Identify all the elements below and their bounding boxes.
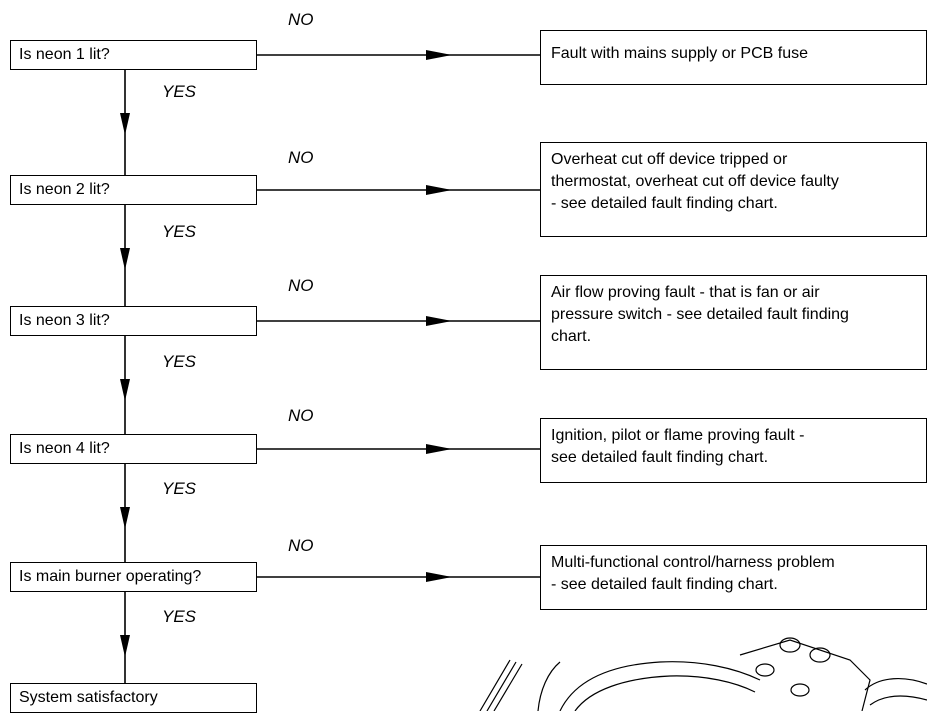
result-line: - see detailed fault finding chart. <box>551 195 778 212</box>
result-line: pressure switch - see detailed fault fin… <box>551 306 849 323</box>
result-line: - see detailed fault finding chart. <box>551 576 778 593</box>
yes-arrow-head <box>120 507 130 529</box>
no-label-4: NO <box>288 406 314 425</box>
yes-arrow-head <box>120 379 130 401</box>
yes-label-1: YES <box>162 82 197 101</box>
result-air-flow-fault: Air flow proving fault - that is fan or … <box>540 275 927 370</box>
question-neon-2: Is neon 2 lit? <box>10 175 257 205</box>
result-line: Ignition, pilot or flame proving fault - <box>551 427 805 444</box>
result-line: see detailed fault finding chart. <box>551 449 769 466</box>
yes-label-3: YES <box>162 352 197 371</box>
no-arrow-head <box>426 316 452 326</box>
no-label-1: NO <box>288 10 314 29</box>
question-neon-4: Is neon 4 lit? <box>10 434 257 464</box>
result-line: Fault with mains supply or PCB fuse <box>551 45 808 62</box>
yes-arrow-head <box>120 113 130 135</box>
heat-exchanger-illustration <box>479 637 927 711</box>
yes-arrow-head <box>120 635 130 657</box>
result-line: chart. <box>551 328 592 345</box>
no-arrow-head <box>426 185 452 195</box>
question-main-burner: Is main burner operating? <box>10 562 257 592</box>
no-label-2: NO <box>288 148 314 167</box>
end-system-satisfactory: System satisfactory <box>10 683 257 713</box>
no-arrow-head <box>426 444 452 454</box>
question-neon-3: Is neon 3 lit? <box>10 306 257 336</box>
no-label-5: NO <box>288 536 314 555</box>
yes-label-4: YES <box>162 479 197 498</box>
result-line: Overheat cut off device tripped or <box>551 151 788 168</box>
result-mains-supply-fault: Fault with mains supply or PCB fuse <box>540 30 927 85</box>
yes-arrow-head <box>120 248 130 270</box>
result-line: Multi-functional control/harness problem <box>551 554 835 571</box>
yes-label-5: YES <box>162 607 197 626</box>
result-line: thermostat, overheat cut off device faul… <box>551 173 839 190</box>
no-arrow-head <box>426 50 452 60</box>
result-ignition-fault: Ignition, pilot or flame proving fault -… <box>540 418 927 483</box>
result-control-harness-fault: Multi-functional control/harness problem… <box>540 545 927 610</box>
yes-label-2: YES <box>162 222 197 241</box>
result-overheat-fault: Overheat cut off device tripped or therm… <box>540 142 927 237</box>
result-line: Air flow proving fault - that is fan or … <box>551 284 820 301</box>
no-label-3: NO <box>288 276 314 295</box>
no-arrow-head <box>426 572 452 582</box>
question-neon-1: Is neon 1 lit? <box>10 40 257 70</box>
